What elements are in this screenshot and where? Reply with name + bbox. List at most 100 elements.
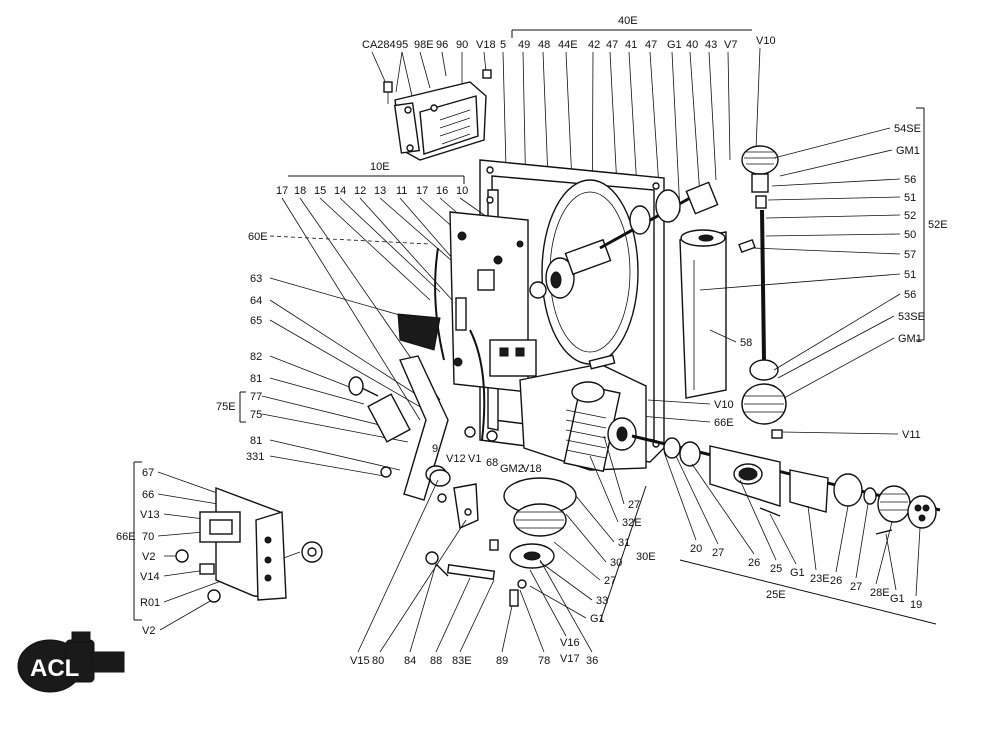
callout: 83E (452, 655, 472, 667)
leader-lines-30E (529, 435, 625, 619)
callout: V17 (560, 653, 580, 665)
callouts-30E: 27 32E 31 30 27 33 G1 (590, 499, 642, 625)
callout: 33 (596, 595, 608, 607)
group-40E-bracket: 40E (511, 15, 752, 38)
callout: V10 (756, 35, 776, 47)
callout: 9 (432, 443, 438, 455)
callout: G1 (667, 39, 682, 51)
lever-plate-assembly (397, 211, 537, 441)
callout: 25 (770, 563, 782, 575)
callout: 81 (250, 435, 262, 447)
group-label-40E: 40E (618, 15, 638, 27)
callout: G1 (790, 567, 805, 579)
callout: 17 (416, 185, 428, 197)
leader-lines-bottom (357, 479, 593, 653)
callout: 13 (374, 185, 386, 197)
callout: 26 (748, 557, 760, 569)
top-bracket-assembly (383, 69, 492, 161)
callout: 42 (588, 39, 600, 51)
bracket-block-66E (175, 486, 323, 603)
callout: 65 (250, 315, 262, 327)
callout: V7 (724, 39, 737, 51)
callout: V1 (468, 453, 481, 465)
callout: 77 (250, 391, 262, 403)
callout: V10 (714, 399, 734, 411)
callout: 40 (686, 39, 698, 51)
callout: 27 (604, 575, 616, 587)
callout: 80 (372, 655, 384, 667)
callout: V11 (902, 429, 921, 441)
callout: 18 (294, 185, 306, 197)
callout: 84 (404, 655, 416, 667)
callout: G1 (590, 613, 605, 625)
callout: G1 (890, 593, 905, 605)
acl-logo: ACL (17, 631, 125, 693)
callout: 95 (396, 39, 408, 51)
group-25E-bracket: 25E (679, 559, 937, 625)
column-block (679, 229, 727, 399)
horizontal-shaft-assembly (631, 434, 941, 535)
callout: 96 (436, 39, 448, 51)
callout: 27 (628, 499, 640, 511)
leader-lines-left (261, 235, 437, 477)
callout: 44E (558, 39, 578, 51)
callouts-bottom: V15 80 84 88 83E 89 78 V16 V17 36 (350, 637, 598, 667)
callout: 47 (606, 39, 618, 51)
callout: 27 (712, 547, 724, 559)
group-label-66E: 66E (116, 531, 136, 543)
callout: V12 (446, 453, 466, 465)
callout: 66E (714, 417, 734, 429)
callout: GM1 (896, 145, 920, 157)
callout: 78 (538, 655, 550, 667)
group-75E-bracket: 75E (216, 391, 246, 423)
callout: 68 (486, 457, 498, 469)
callout: 23E (810, 573, 830, 585)
callouts-25E: 20 27 26 25 G1 23E 26 27 28E G1 19 (690, 543, 922, 611)
logo-text: ACL (30, 655, 79, 682)
callout: 331 (246, 451, 264, 463)
callout: GM2 (500, 463, 524, 475)
group-label-75E: 75E (216, 401, 236, 413)
callouts-middle: 58 V10 66E 9 V12 V1 68 GM2 V18 (432, 337, 752, 475)
callout: 28E (870, 587, 890, 599)
callout: 67 (142, 467, 154, 479)
callouts-left: 60E 63 64 65 82 81 77 75 81 331 (246, 231, 268, 463)
callout: 36 (586, 655, 598, 667)
callout: 58 (740, 337, 752, 349)
leader-lines-right (699, 127, 901, 435)
callout: 51 (904, 269, 916, 281)
callout: 89 (496, 655, 508, 667)
callout: V18 (522, 463, 542, 475)
callout: 12 (354, 185, 366, 197)
callout: 31 (618, 537, 630, 549)
callout: 20 (690, 543, 702, 555)
callout: GM1 (898, 333, 922, 345)
lever-arm-assembly (348, 355, 498, 501)
link-rod-parts (425, 469, 496, 580)
leader-lines-middle (639, 329, 737, 423)
callout: 11 (396, 185, 407, 197)
group-10E-bracket: 10E (288, 161, 465, 184)
callout: 75 (250, 409, 262, 421)
callout: V16 (560, 637, 580, 649)
callout: V2 (142, 551, 155, 563)
group-30E-bracket: 30E (599, 485, 656, 623)
callout: V2 (142, 625, 155, 637)
callouts-66E: 67 66 V13 70 V2 V14 R01 V2 (140, 467, 160, 637)
vertical-shaft-assembly (738, 145, 787, 439)
callout: V14 (140, 571, 160, 583)
group-52E-bracket: 52E (916, 107, 948, 341)
callout: 54SE (894, 123, 921, 135)
callout: 19 (910, 599, 922, 611)
callout: 64 (250, 295, 262, 307)
callout: 48 (538, 39, 550, 51)
callout: V18 (476, 39, 496, 51)
callout: V13 (140, 509, 160, 521)
callout: 81 (250, 373, 262, 385)
gear-shaft-assembly (519, 354, 647, 473)
callout: 56 (904, 289, 916, 301)
leader-lines-25E (663, 451, 921, 597)
callout: 41 (625, 39, 637, 51)
callout: CA284 (362, 39, 396, 51)
